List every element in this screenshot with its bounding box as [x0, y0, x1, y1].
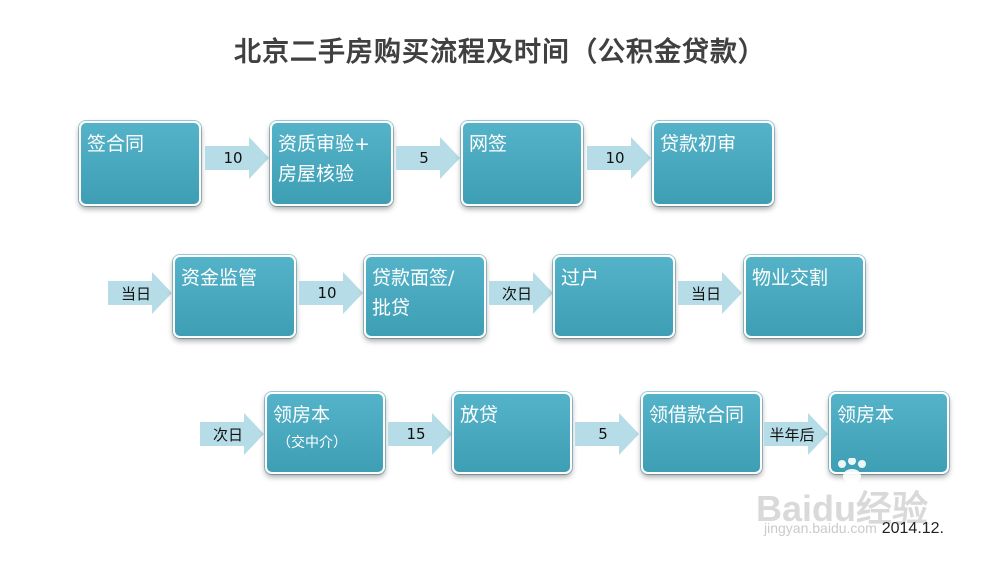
arrow-label: 当日 [120, 284, 151, 303]
arrow-shape [587, 137, 651, 179]
step-fund-supervision: 资金监管 [173, 255, 296, 338]
step-loan-pre-review: 贷款初审 [652, 121, 774, 206]
step-label: 贷款初审 [660, 133, 737, 155]
arrow-shape [678, 272, 742, 314]
step-label: 领房本 [837, 404, 895, 426]
paw-icon [838, 458, 866, 483]
arrow-label: 半年后 [769, 425, 815, 444]
step-label: 签合同 [87, 133, 145, 155]
arrow-label: 15 [406, 425, 426, 443]
step-label: 物业交割 [752, 267, 829, 289]
arrow-label: 5 [598, 425, 608, 443]
step-label: 资质审验+ [278, 133, 370, 155]
date-label: 2014.12. [881, 520, 944, 537]
arrow-shape [200, 413, 264, 455]
step-loan-disbursement: 放贷 [452, 392, 572, 474]
step-label: 领借款合同 [649, 404, 745, 426]
step-property-handover: 物业交割 [744, 255, 865, 338]
baidu-watermark: Baidu经验 jingyan.baidu.com [756, 458, 966, 548]
step-label-line2: 批贷 [372, 297, 411, 319]
step-get-loan-contract: 领借款合同 [641, 392, 762, 474]
arrow-duration: 当日 [678, 272, 742, 314]
arrow-duration: 10 [205, 137, 269, 179]
step-label: 过户 [561, 267, 600, 289]
arrow-shape [299, 272, 363, 314]
arrow-label: 10 [223, 149, 243, 167]
step-loan-interview-approval: 贷款面签/ 批贷 [364, 255, 486, 338]
step-label: 贷款面签/ [372, 267, 455, 289]
arrow-duration: 5 [396, 137, 460, 179]
step-label-line2: 房屋核验 [278, 163, 355, 185]
step-qualification-review: 资质审验+ 房屋核验 [270, 121, 393, 206]
arrow-shape [575, 413, 639, 455]
arrow-shape [388, 413, 452, 455]
arrow-shape [108, 272, 172, 314]
step-online-signing: 网签 [461, 121, 583, 206]
arrow-label: 次日 [501, 284, 532, 303]
step-label: 网签 [469, 133, 508, 155]
step-get-title-deed: 领房本 [829, 392, 949, 474]
step-get-title-deed-agency: 领房本 （交中介） [265, 392, 385, 474]
page-title: 北京二手房购买流程及时间（公积金贷款） [234, 37, 766, 68]
arrow-label: 当日 [690, 284, 721, 303]
arrow-duration: 10 [587, 137, 651, 179]
arrow-duration: 当日 [108, 272, 172, 314]
step-label: 放贷 [460, 404, 499, 426]
step-sign-contract: 签合同 [79, 121, 201, 206]
arrow-shape [489, 272, 553, 314]
arrow-duration: 次日 [489, 272, 553, 314]
arrow-duration: 15 [388, 413, 452, 455]
arrow-duration: 半年后 [764, 413, 828, 455]
arrow-shape [396, 137, 460, 179]
arrow-duration: 10 [299, 272, 363, 314]
arrow-duration: 5 [575, 413, 639, 455]
arrow-duration: 次日 [200, 413, 264, 455]
step-label: 资金监管 [181, 267, 258, 289]
watermark-brand: Baidu经验 [756, 488, 929, 529]
arrow-label: 10 [317, 284, 337, 302]
step-label: 领房本 [273, 404, 331, 426]
arrow-label: 5 [419, 149, 429, 167]
step-title-transfer: 过户 [553, 255, 675, 338]
arrow-label: 次日 [212, 425, 243, 444]
arrow-label: 10 [605, 149, 625, 167]
watermark-url: jingyan.baidu.com [764, 520, 877, 536]
step-sublabel: （交中介） [277, 435, 347, 451]
arrow-shape [764, 413, 828, 455]
arrow-shape [205, 137, 269, 179]
